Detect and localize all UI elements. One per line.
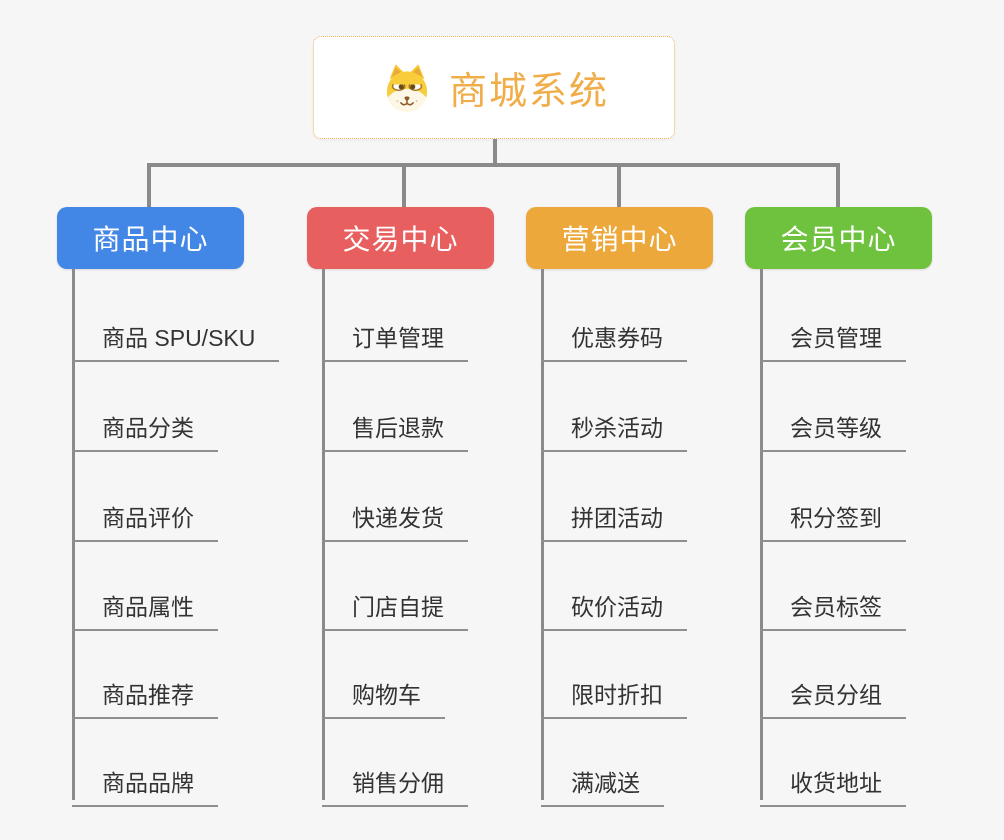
leaf-node[interactable]: 满减送 bbox=[541, 754, 664, 807]
leaf-node[interactable]: 砍价活动 bbox=[541, 578, 687, 631]
leaf-node[interactable]: 商品推荐 bbox=[72, 666, 218, 719]
leaf-node[interactable]: 商品分类 bbox=[72, 399, 218, 452]
branch-node-marketing-center[interactable]: 营销中心 bbox=[526, 207, 713, 269]
leaf-node[interactable]: 会员标签 bbox=[760, 578, 906, 631]
leaf-node[interactable]: 秒杀活动 bbox=[541, 399, 687, 452]
branch-node-trade-center[interactable]: 交易中心 bbox=[307, 207, 494, 269]
shiba-dog-icon bbox=[386, 63, 428, 112]
leaf-node[interactable]: 会员等级 bbox=[760, 399, 906, 452]
connector-horizontal-rail bbox=[149, 163, 840, 167]
branch-spine bbox=[72, 269, 75, 800]
leaf-node[interactable]: 门店自提 bbox=[322, 578, 468, 631]
connector-drop-member bbox=[836, 163, 840, 209]
connector-drop-trade bbox=[402, 163, 406, 209]
branch-member-center: 会员中心 会员管理 会员等级 积分签到 会员标签 会员分组 收货地址 bbox=[745, 207, 1004, 807]
branch-marketing-center: 营销中心 优惠券码 秒杀活动 拼团活动 砍价活动 限时折扣 满减送 bbox=[526, 207, 786, 807]
leaf-node[interactable]: 购物车 bbox=[322, 666, 445, 719]
connector-drop-product bbox=[147, 163, 151, 209]
leaf-node[interactable]: 快递发货 bbox=[322, 489, 468, 542]
leaf-node[interactable]: 订单管理 bbox=[322, 309, 468, 362]
branch-node-product-center[interactable]: 商品中心 bbox=[57, 207, 244, 269]
leaf-node[interactable]: 商品 SPU/SKU bbox=[72, 309, 280, 362]
branch-node-member-center[interactable]: 会员中心 bbox=[745, 207, 932, 269]
leaf-node[interactable]: 销售分佣 bbox=[322, 754, 468, 807]
connector-root-stub bbox=[493, 139, 497, 167]
branch-product-center: 商品中心 商品 SPU/SKU 商品分类 商品评价 商品属性 商品推荐 商品品牌 bbox=[57, 207, 317, 807]
branch-trade-center: 交易中心 订单管理 售后退款 快递发货 门店自提 购物车 销售分佣 bbox=[307, 207, 567, 807]
leaf-node[interactable]: 限时折扣 bbox=[541, 666, 687, 719]
leaf-node[interactable]: 会员管理 bbox=[760, 309, 906, 362]
leaf-node[interactable]: 商品属性 bbox=[72, 578, 218, 631]
connector-drop-marketing bbox=[617, 163, 621, 209]
leaf-node[interactable]: 收货地址 bbox=[760, 754, 906, 807]
leaf-node[interactable]: 优惠券码 bbox=[541, 309, 687, 362]
leaf-node[interactable]: 商品品牌 bbox=[72, 754, 218, 807]
leaf-node[interactable]: 商品评价 bbox=[72, 489, 218, 542]
leaf-node[interactable]: 会员分组 bbox=[760, 666, 906, 719]
leaf-node[interactable]: 售后退款 bbox=[322, 399, 468, 452]
root-node-mall-system[interactable]: 商城系统 bbox=[313, 36, 675, 139]
root-node-title: 商城系统 bbox=[448, 71, 609, 113]
branch-spine bbox=[541, 269, 544, 800]
branch-spine bbox=[760, 269, 763, 800]
branch-spine bbox=[322, 269, 325, 800]
leaf-node[interactable]: 拼团活动 bbox=[541, 489, 687, 542]
leaf-node[interactable]: 积分签到 bbox=[760, 489, 906, 542]
